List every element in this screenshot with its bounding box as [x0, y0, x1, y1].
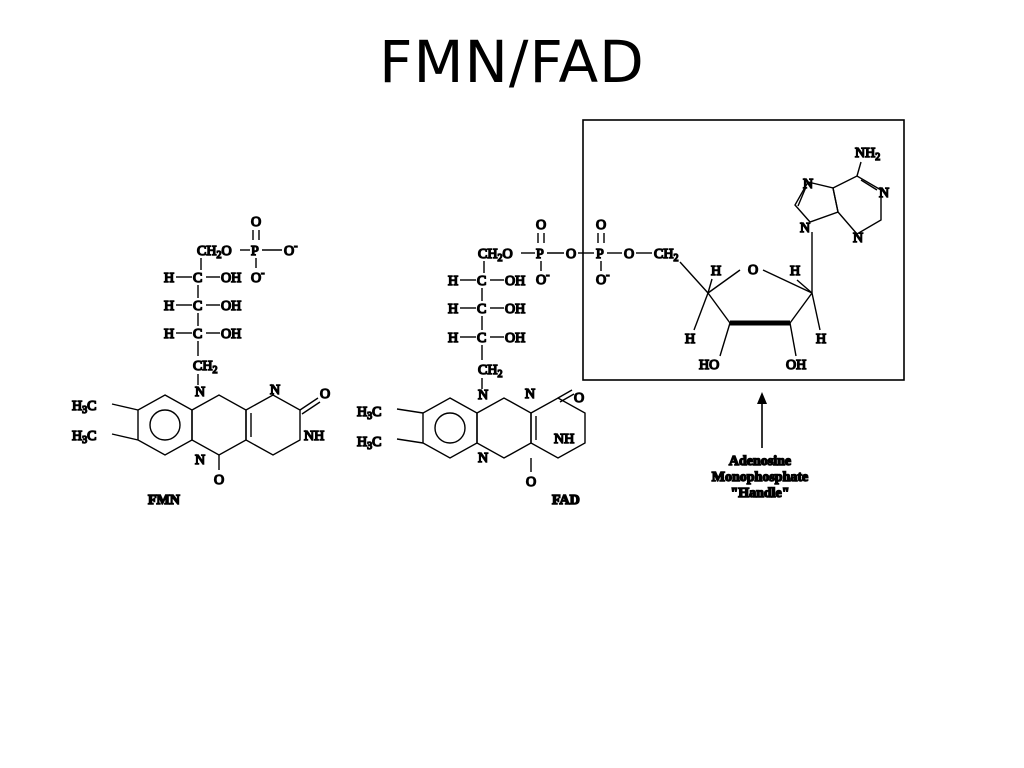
svg-text:OH: OH: [505, 274, 525, 289]
svg-text:C: C: [477, 274, 486, 289]
amp-note-line-3: "Handle": [730, 486, 789, 501]
amp-note-line-1: Adenosine: [729, 454, 791, 469]
svg-text:O-: O-: [596, 270, 609, 288]
svg-text:H: H: [448, 274, 458, 289]
svg-text:H: H: [685, 332, 695, 347]
fad-label: FAD: [552, 493, 580, 508]
svg-text:N: N: [853, 231, 863, 246]
svg-text:N: N: [270, 383, 280, 398]
fmn-label: FMN: [148, 493, 180, 508]
svg-text:OH: OH: [505, 302, 525, 317]
svg-text:H: H: [164, 299, 174, 314]
svg-text:P: P: [596, 247, 604, 262]
svg-text:O: O: [566, 247, 576, 262]
svg-text:H: H: [816, 332, 826, 347]
svg-text:N: N: [195, 453, 205, 468]
svg-text:O: O: [574, 391, 584, 406]
svg-text:CH2: CH2: [478, 363, 502, 380]
svg-text:N: N: [800, 221, 810, 236]
svg-text:C: C: [477, 302, 486, 317]
svg-text:NH: NH: [304, 429, 324, 444]
svg-text:H: H: [164, 271, 174, 286]
fmn-structure: CH2O P O- O O- H C OH H C OH H C OH CH2: [71, 214, 331, 488]
svg-text:H3C: H3C: [72, 429, 96, 446]
svg-text:CH2: CH2: [193, 359, 217, 376]
svg-text:O: O: [536, 218, 546, 233]
svg-text:C: C: [193, 327, 202, 342]
svg-text:OH: OH: [786, 358, 806, 373]
svg-text:N: N: [478, 451, 488, 466]
svg-text:N: N: [879, 186, 889, 201]
svg-text:OH: OH: [221, 327, 241, 342]
svg-text:H: H: [790, 264, 800, 279]
svg-text:NH2: NH2: [855, 146, 880, 163]
svg-text:H3C: H3C: [72, 399, 96, 416]
svg-text:O: O: [251, 215, 261, 230]
svg-text:N: N: [525, 387, 535, 402]
svg-text:O: O: [526, 475, 536, 490]
svg-text:CH2O: CH2O: [197, 244, 232, 261]
svg-text:H: H: [448, 302, 458, 317]
svg-text:O-: O-: [536, 270, 549, 288]
svg-text:HO: HO: [699, 358, 719, 373]
svg-text:O-: O-: [284, 241, 297, 259]
svg-text:O-: O-: [251, 268, 264, 286]
svg-text:CH2: CH2: [654, 247, 678, 264]
svg-text:C: C: [193, 299, 202, 314]
svg-text:O: O: [748, 263, 758, 278]
svg-text:P: P: [251, 244, 259, 259]
amp-handle-box: [582, 119, 905, 381]
svg-text:N: N: [195, 385, 205, 400]
svg-text:OH: OH: [505, 331, 525, 346]
svg-text:H: H: [164, 327, 174, 342]
amp-note-line-2: Monophosphate: [712, 470, 808, 485]
svg-text:OH: OH: [221, 299, 241, 314]
svg-text:O: O: [624, 247, 634, 262]
arrow-head-icon: [757, 392, 767, 404]
svg-text:O: O: [596, 218, 606, 233]
svg-text:H: H: [711, 264, 721, 279]
fad-structure: CH2O P O P O CH2 O O- O O- H C OH H C OH…: [356, 145, 890, 490]
svg-text:OH: OH: [221, 271, 241, 286]
svg-text:N: N: [803, 177, 813, 192]
svg-text:C: C: [193, 271, 202, 286]
svg-text:O: O: [214, 473, 224, 488]
slide-title: FMN/FAD: [379, 28, 645, 96]
svg-text:NH: NH: [554, 432, 574, 447]
svg-text:C: C: [477, 331, 486, 346]
svg-text:H3C: H3C: [357, 435, 381, 452]
svg-text:P: P: [536, 247, 544, 262]
svg-text:CH2O: CH2O: [478, 247, 513, 264]
svg-text:H3C: H3C: [357, 405, 381, 422]
svg-text:H: H: [448, 331, 458, 346]
svg-text:N: N: [478, 388, 488, 403]
svg-text:O: O: [320, 387, 330, 402]
